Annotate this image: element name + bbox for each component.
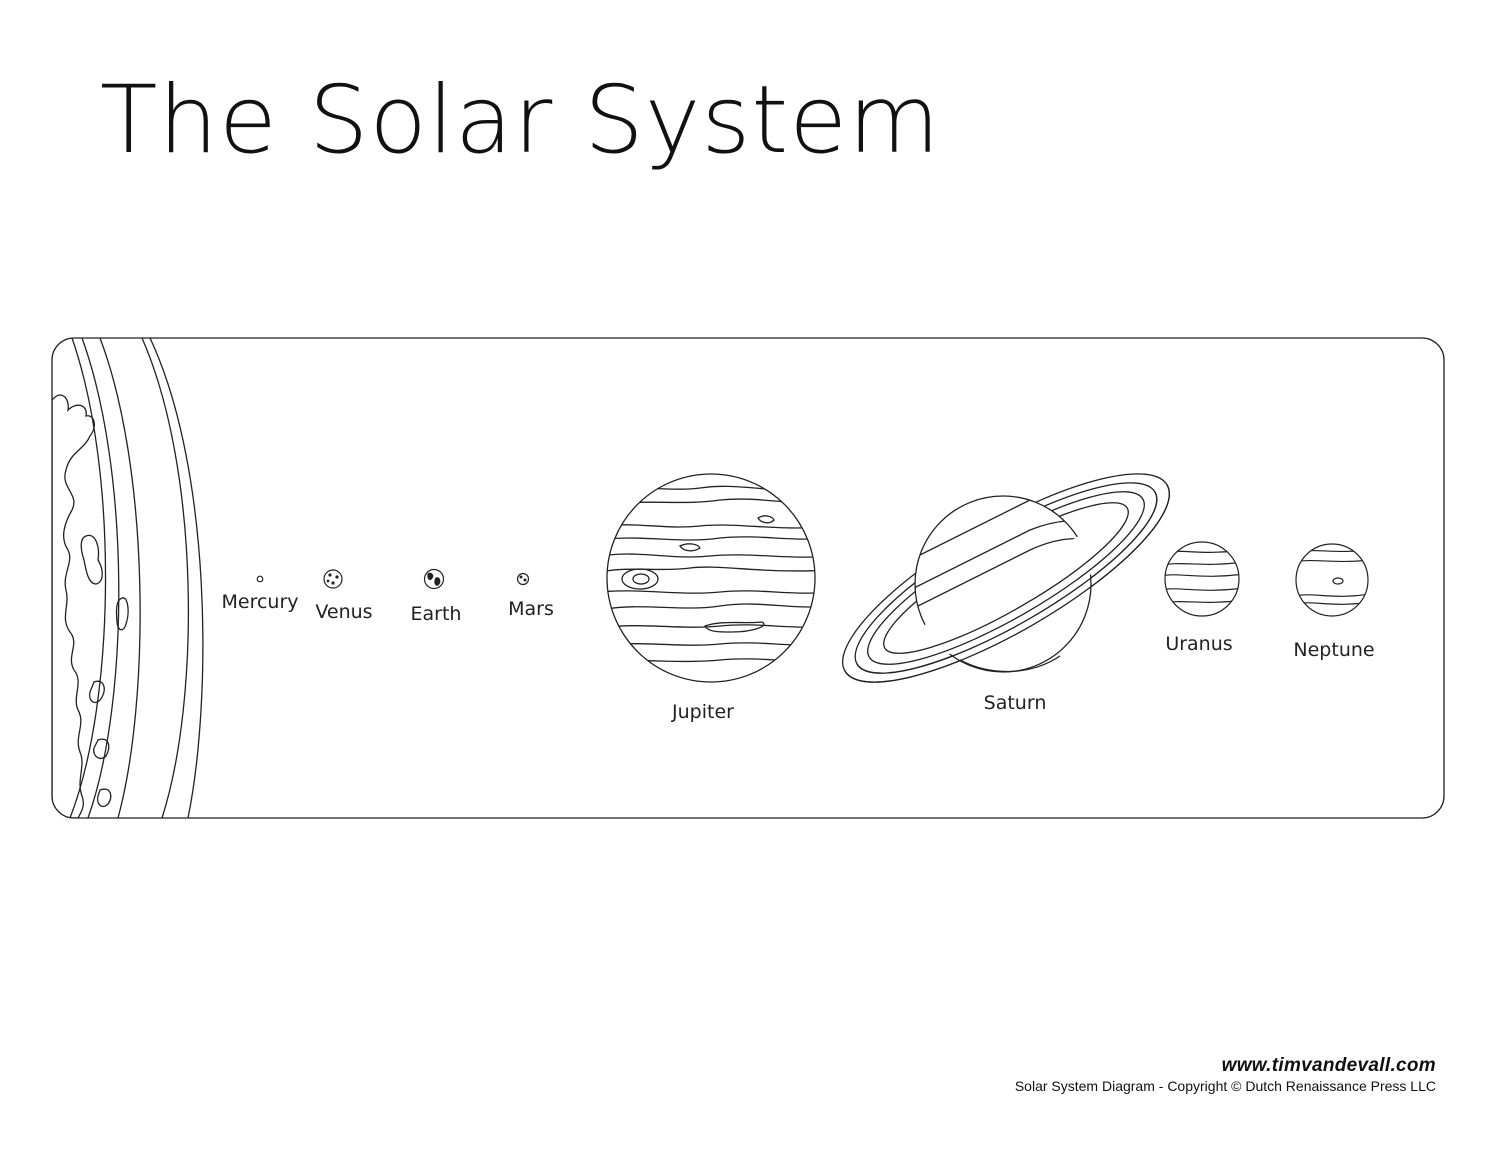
diagram-frame [51,337,1445,819]
planet-label-venus: Venus [315,601,372,623]
sun-spot [93,738,110,760]
sun-corona-ring [69,338,107,818]
planet-label-jupiter: Jupiter [671,701,734,723]
venus-planet [323,569,343,589]
earth [423,568,445,590]
mercury [256,575,264,583]
website-link[interactable]: www.timvandevall.com [1221,1055,1436,1076]
jupiter-planet [606,473,816,683]
page-title: The Solar System [100,66,941,175]
sun [52,338,204,818]
copyright-notice: Solar System Diagram - Copyright © Dutch… [1014,1078,1436,1094]
great-red-spot [621,568,659,590]
sun-spot [80,534,103,585]
earth-planet [423,568,445,590]
mars-planet [516,572,530,586]
uranus [1164,541,1240,617]
planet-label-saturn: Saturn [984,692,1047,714]
sun-corona-ring [99,338,141,818]
neptune [1295,543,1369,617]
credits: www.timvandevall.com Solar System Diagra… [1015,1055,1436,1094]
planet-label-neptune: Neptune [1293,639,1374,661]
sun-corona-ring [149,338,204,818]
planet-label-earth: Earth [411,603,462,625]
sun-spot [115,597,129,631]
neptune-planet [1295,543,1369,617]
sun-surface-flare [52,394,96,818]
sun-spot [88,680,105,704]
mercury-planet [256,575,264,583]
planet-label-mercury: Mercury [221,591,298,613]
sun-corona-ring [81,338,120,818]
sun-corona-ring [141,338,190,818]
planet-label-uranus: Uranus [1165,633,1232,655]
mars [516,572,530,586]
great-dark-spot [1332,577,1344,585]
sun-spot [96,788,112,808]
planet-label-mars: Mars [508,598,554,620]
jupiter [606,473,816,683]
venus [323,569,343,589]
uranus-planet [1164,541,1240,617]
saturn [842,473,1170,683]
